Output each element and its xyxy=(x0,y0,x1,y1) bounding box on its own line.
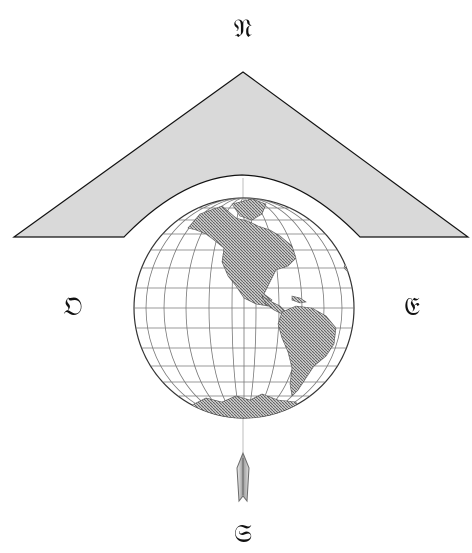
caribbean-islands xyxy=(291,295,307,304)
continents xyxy=(187,198,353,418)
antarctica-landmass xyxy=(187,393,301,418)
globe xyxy=(133,197,355,419)
roof-arch xyxy=(12,71,470,238)
west-label: 𝔒 xyxy=(63,292,82,322)
north-america-landmass xyxy=(187,205,297,307)
north-label: 𝔑 xyxy=(234,14,253,44)
east-label: 𝔈 xyxy=(404,292,420,322)
south-america-landmass xyxy=(277,305,337,397)
compass-needle xyxy=(236,451,250,503)
greenland-landmass xyxy=(231,198,267,221)
south-label: 𝔖 xyxy=(234,519,252,549)
